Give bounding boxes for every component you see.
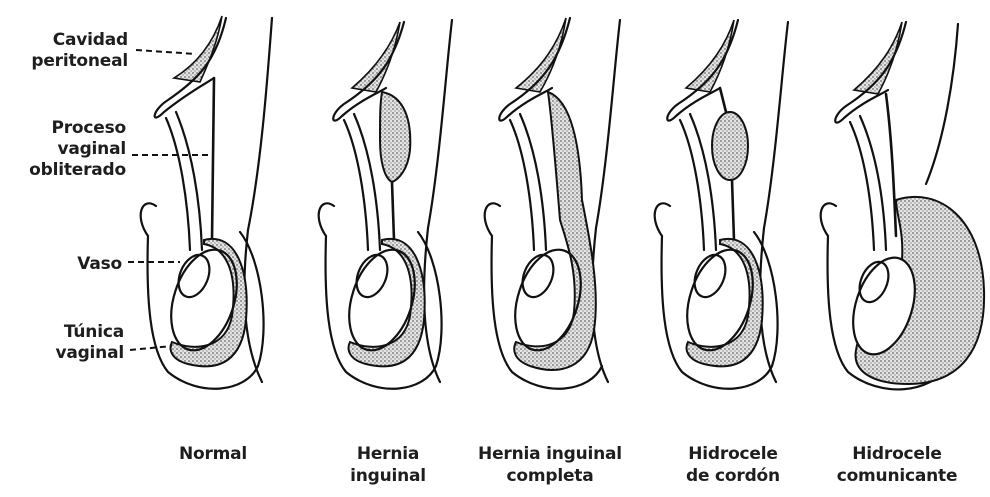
panel-hernia-inguinal [319, 20, 452, 389]
label-proceso-vaginal: Proceso vaginal obliterado [4, 118, 126, 181]
caption-line2: de cordón [648, 465, 818, 487]
caption-normal: Normal [128, 443, 298, 465]
caption-line2: completa [465, 465, 635, 487]
label-tunica-line1: Túnica [4, 322, 124, 343]
caption-line1: Hidrocele [812, 443, 982, 465]
caption-hernia-inguinal: Hernia inguinal [303, 443, 473, 487]
label-cavidad-line2: peritoneal [4, 51, 128, 72]
label-tunica-line2: vaginal [4, 343, 124, 364]
caption-line1: Hernia inguinal [465, 443, 635, 465]
caption-line2: comunicante [812, 465, 982, 487]
leader-tunica [130, 346, 172, 350]
label-proceso-line2: vaginal [4, 139, 126, 160]
hernia-sac [380, 92, 410, 182]
caption-hidrocele-comunicante: Hidrocele comunicante [812, 443, 982, 487]
panel-hidrocele-cordon [655, 20, 788, 389]
panel-hernia-completa [485, 18, 620, 389]
caption-line2: inguinal [303, 465, 473, 487]
label-proceso-line1: Proceso [4, 118, 126, 139]
leader-cavidad [136, 50, 196, 54]
caption-hernia-completa: Hernia inguinal completa [465, 443, 635, 487]
panel-normal [141, 16, 272, 389]
caption-line1: Hidrocele [648, 443, 818, 465]
label-vaso: Vaso [4, 254, 122, 275]
label-proceso-line3: obliterado [4, 160, 126, 181]
label-vaso-text: Vaso [4, 254, 122, 275]
caption-line1: Hernia [303, 443, 473, 465]
label-tunica-vaginal: Túnica vaginal [4, 322, 124, 364]
caption-hidrocele-cordon: Hidrocele de cordón [648, 443, 818, 487]
caption-line1: Normal [128, 443, 298, 465]
panel-hidrocele-comunicante [821, 22, 984, 389]
label-cavidad-line1: Cavidad [4, 30, 128, 51]
label-cavidad-peritoneal: Cavidad peritoneal [4, 30, 128, 72]
cord-hydrocele [712, 112, 748, 180]
